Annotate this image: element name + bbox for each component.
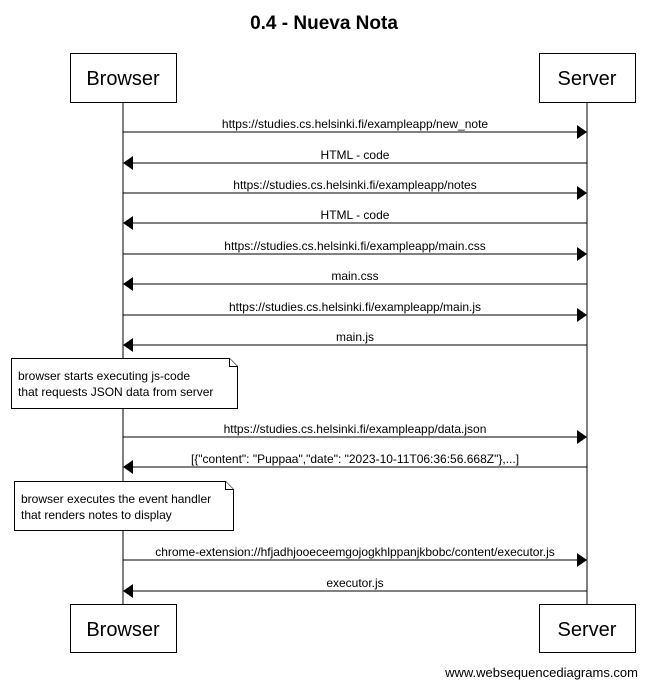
message-arrow: https://studies.cs.helsinki.fi/exampleap… [123,422,587,444]
diagram-title: 0.4 - Nueva Nota [250,13,398,34]
message-arrow: executor.js [123,576,587,598]
message-arrow: HTML - code [123,208,587,230]
credit-text: www.websequencediagrams.com [444,665,638,680]
message-label: main.js [336,330,374,344]
participant-browser-bottom: Browser [70,604,177,653]
message-label: https://studies.cs.helsinki.fi/exampleap… [222,117,488,131]
participant-label: Server [558,68,617,90]
message-label: https://studies.cs.helsinki.fi/exampleap… [229,300,481,314]
note-box [11,358,238,409]
message-arrow: https://studies.cs.helsinki.fi/exampleap… [123,239,587,261]
arrow-head [577,430,587,444]
message-label: HTML - code [321,148,390,162]
note-line: browser starts executing js-code [18,369,190,383]
note-line: that requests JSON data from server [18,385,213,399]
note-fold [225,481,234,490]
arrow-head [123,460,133,474]
message-label: https://studies.cs.helsinki.fi/exampleap… [233,178,476,192]
participant-server-bottom: Server [539,604,636,653]
arrow-head [577,247,587,261]
note-line: browser executes the event handler [21,492,211,506]
message-label: https://studies.cs.helsinki.fi/exampleap… [224,239,485,253]
note-line: that renders notes to display [21,508,172,522]
message-label: chrome-extension://hfjadhjooeceemgojogkh… [155,545,555,559]
arrow-head [577,308,587,322]
arrow-head [577,553,587,567]
participant-label: Browser [86,619,160,641]
note-fold [229,358,238,367]
message-arrow: [{"content": "Puppaa","date": "2023-10-1… [123,452,587,474]
arrow-head [123,277,133,291]
message-label: [{"content": "Puppaa","date": "2023-10-1… [191,452,519,466]
arrow-head [577,125,587,139]
message-arrow: chrome-extension://hfjadhjooeceemgojogkh… [123,545,587,567]
arrow-head [123,584,133,598]
message-label: executor.js [326,576,383,590]
participant-browser-top: Browser [70,53,177,103]
message-arrow: HTML - code [123,148,587,170]
arrow-head [123,216,133,230]
message-arrow: main.css [123,269,587,291]
message-arrow: main.js [123,330,587,352]
arrow-head [577,186,587,200]
note: browser starts executing js-code that req… [11,358,238,409]
message-label: main.css [331,269,378,283]
participant-server-top: Server [539,53,636,103]
message-label: https://studies.cs.helsinki.fi/exampleap… [224,422,487,436]
message-arrow: https://studies.cs.helsinki.fi/exampleap… [123,300,587,322]
arrow-head [123,338,133,352]
message-label: HTML - code [321,208,390,222]
arrow-head [123,156,133,170]
note-box [14,481,234,531]
participant-label: Server [558,619,617,641]
events-layer: https://studies.cs.helsinki.fi/exampleap… [11,117,587,598]
message-arrow: https://studies.cs.helsinki.fi/exampleap… [123,117,587,139]
message-arrow: https://studies.cs.helsinki.fi/exampleap… [123,178,587,200]
note: browser executes the event handler that r… [14,481,234,531]
participant-label: Browser [86,68,160,90]
